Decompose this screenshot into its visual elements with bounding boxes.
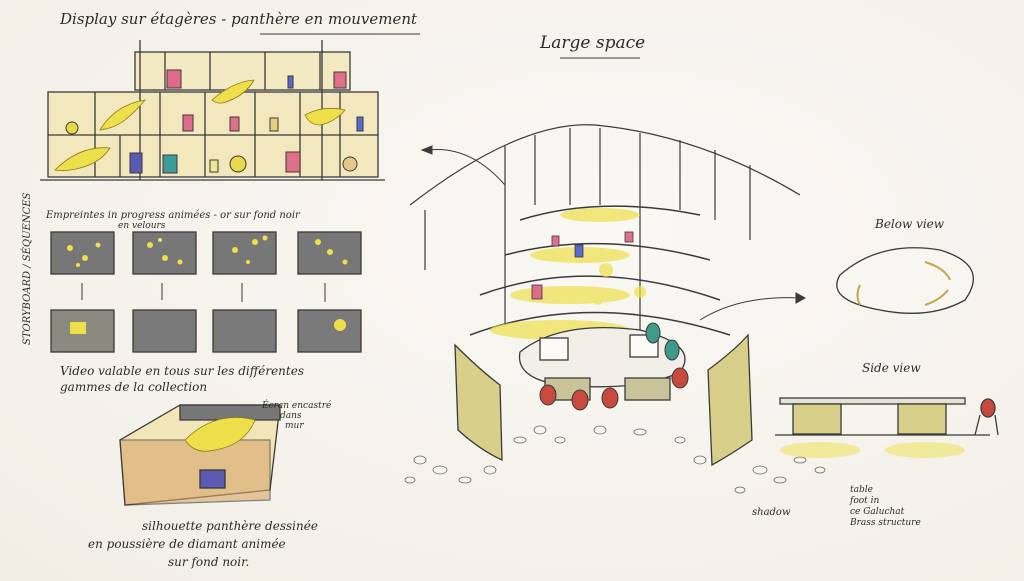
label-storyboard: STORYBOARD / SÉQUENCES (21, 192, 33, 345)
label-silhouette-1: silhouette panthère dessinée (142, 519, 318, 533)
side-view-drawing (775, 397, 999, 458)
label-table-3: ce Galuchat (850, 507, 905, 517)
label-silhouette-2: en poussière de diamant animée (88, 537, 286, 551)
panther-drawings (54, 79, 346, 172)
below-view-drawing (836, 247, 974, 314)
label-imprints: Empreintes in progress animées - or sur … (45, 210, 301, 221)
large-space-table (518, 326, 686, 401)
large-space-objects (531, 231, 634, 300)
label-shadow: shadow (752, 507, 791, 518)
storyboard-frames (50, 231, 362, 353)
label-video-line2: gammes de la collection (60, 380, 207, 394)
space-arrows (420, 145, 807, 321)
large-space-room (409, 124, 801, 340)
title-shelves: Display sur étagères - panthère en mouve… (59, 10, 418, 28)
label-table-2: foot in (849, 496, 880, 506)
label-table-1: table (850, 485, 873, 495)
shelf-objects (65, 69, 364, 174)
label-silhouette-3: sur fond noir. (168, 555, 249, 569)
large-space-panels (454, 333, 753, 467)
large-space-chairs (539, 322, 689, 411)
label-screen-2: dans (280, 411, 302, 421)
storyboard-gold-prints (67, 235, 348, 334)
storyboard-arrows (81, 283, 326, 302)
label-screen-1: Écran encastré (261, 399, 332, 411)
label-screen-3: mur (285, 421, 304, 431)
pebble-floor (404, 425, 826, 494)
large-space-shelf-glow (490, 208, 646, 340)
label-imprints-sub: en velours (118, 221, 166, 231)
label-video-line1: Video valable en tous sur les différente… (60, 364, 304, 378)
title-large-space: Large space (539, 33, 645, 53)
label-table-4: Brass structure (849, 518, 921, 528)
screen-box (119, 404, 281, 506)
label-below-view: Below view (874, 217, 945, 231)
label-side-view: Side view (862, 361, 921, 375)
